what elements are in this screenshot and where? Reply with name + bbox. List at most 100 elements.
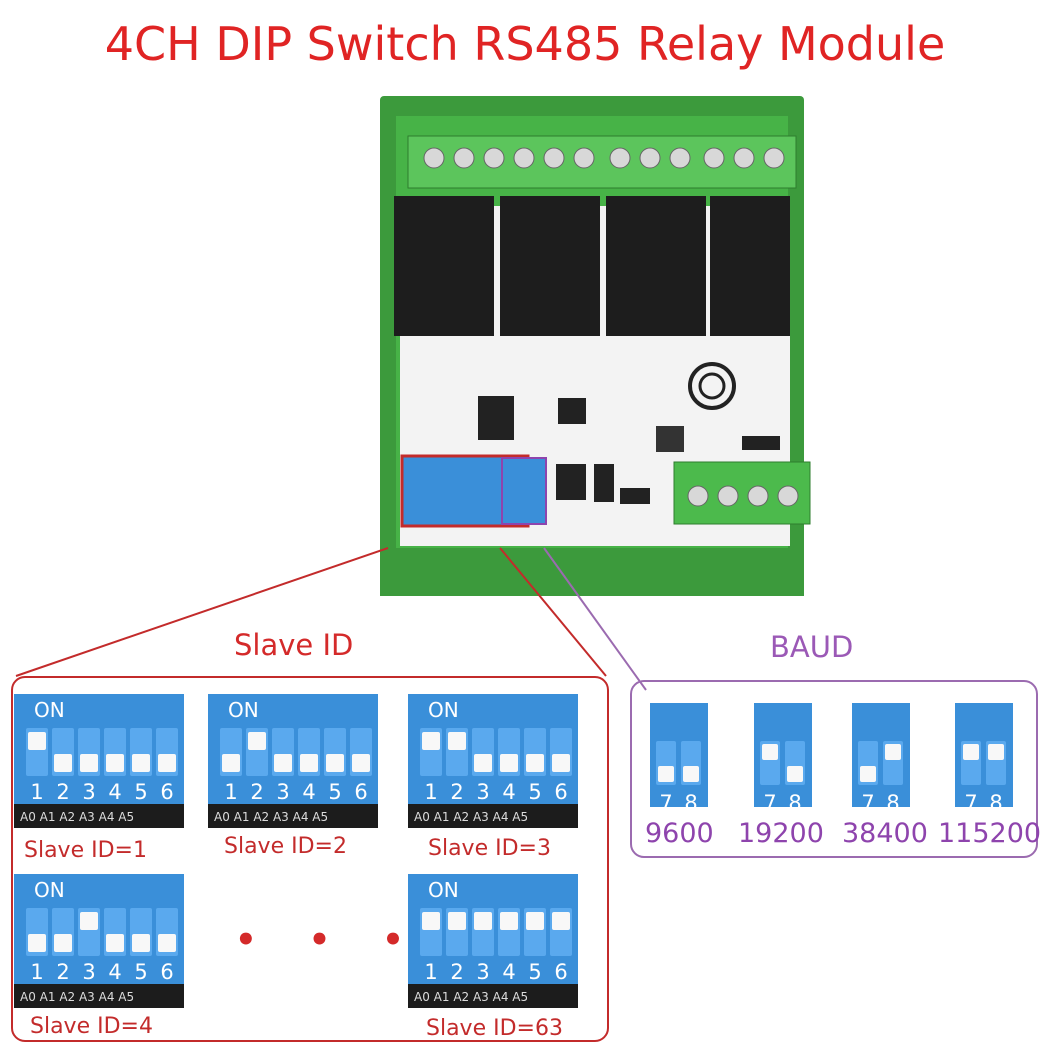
dip-number: 7 (861, 791, 875, 815)
dip-knob (422, 912, 440, 930)
slave-id-caption: Slave ID=3 (428, 836, 551, 861)
dip-number: 1 (424, 960, 438, 984)
dip-knob (448, 912, 466, 930)
dip-knob (106, 754, 124, 772)
dip-knob (526, 912, 544, 930)
dip-toggle: 1 (220, 728, 242, 804)
dip-toggle: 3 (78, 908, 100, 984)
dip-number: 7 (763, 791, 777, 815)
dip-number: 5 (528, 960, 542, 984)
baud-rate-caption: 19200 (738, 818, 824, 849)
dip-toggle: 2 (446, 728, 468, 804)
dip-knob (54, 934, 72, 952)
dip-toggle: 1 (420, 728, 442, 804)
dip-knob (552, 754, 570, 772)
dip-knob (158, 754, 176, 772)
address-strip: A0 A1 A2 A3 A4 A5 (14, 804, 184, 828)
dip-knob (326, 754, 344, 772)
dip-toggle: 6 (550, 908, 572, 984)
address-strip: A0 A1 A2 A3 A4 A5 (408, 984, 578, 1008)
terminal-screws (423, 147, 785, 169)
dip-number: 4 (108, 780, 122, 804)
dip-toggle: 5 (130, 728, 152, 804)
dip-toggle: 6 (550, 728, 572, 804)
dip-knob (422, 732, 440, 750)
address-strip: A0 A1 A2 A3 A4 A5 (408, 804, 578, 828)
dip-knob (54, 754, 72, 772)
dip-toggle: 8 (883, 741, 903, 815)
dip-number: 4 (502, 780, 516, 804)
dip-toggle: 3 (472, 728, 494, 804)
dip-toggle: 2 (446, 908, 468, 984)
ellipsis: • • • (235, 920, 424, 960)
dip-knob (106, 934, 124, 952)
dip-number: 6 (554, 960, 568, 984)
dip-number: 5 (134, 780, 148, 804)
dip-toggle: 3 (78, 728, 100, 804)
slave-id-caption: Slave ID=4 (30, 1014, 153, 1039)
dip-toggle: 5 (524, 728, 546, 804)
dip-knob (222, 754, 240, 772)
dip-toggle: 3 (272, 728, 294, 804)
dip-knob (80, 912, 98, 930)
dip-toggle: 7 (961, 741, 981, 815)
dip-knob (28, 732, 46, 750)
slave-id-caption: Slave ID=1 (24, 838, 147, 863)
address-labels: A0 A1 A2 A3 A4 A5 (214, 810, 329, 824)
address-labels: A0 A1 A2 A3 A4 A5 (414, 810, 529, 824)
dip-toggle: 2 (52, 908, 74, 984)
dip-on-label: ON (228, 698, 259, 722)
dip-number: 3 (82, 780, 96, 804)
slave-id-panel (11, 676, 609, 1042)
dip-toggle: 2 (246, 728, 268, 804)
baud-label: BAUD (770, 630, 854, 664)
dip-on-label: ON (428, 698, 459, 722)
dip-number: 8 (788, 791, 802, 815)
dip-number: 1 (30, 960, 44, 984)
dip-toggle: 7 (858, 741, 878, 815)
dip-knob (762, 744, 778, 760)
dip-toggle: 6 (156, 908, 178, 984)
dip-toggle: 4 (498, 908, 520, 984)
dip-knob (963, 744, 979, 760)
dip-knob (352, 754, 370, 772)
dip-on-label: ON (428, 878, 459, 902)
dip-toggle: 5 (130, 908, 152, 984)
dip-knob (158, 934, 176, 952)
dip-knob (474, 754, 492, 772)
dip-number: 3 (476, 780, 490, 804)
dip-knob (132, 934, 150, 952)
dip-toggle: 1 (26, 728, 48, 804)
dip-number: 3 (276, 780, 290, 804)
dip-toggle: 1 (26, 908, 48, 984)
dip-toggle: 4 (104, 908, 126, 984)
dip-number: 7 (964, 791, 978, 815)
address-labels: A0 A1 A2 A3 A4 A5 (20, 810, 135, 824)
dip-number: 6 (160, 780, 174, 804)
dip-knob (132, 754, 150, 772)
dip-knob (448, 732, 466, 750)
dip-number: 2 (56, 780, 70, 804)
address-labels: A0 A1 A2 A3 A4 A5 (20, 990, 135, 1004)
dip-knob (683, 766, 699, 782)
dip-toggle: 4 (498, 728, 520, 804)
dip-toggle: 4 (298, 728, 320, 804)
baud-rate-caption: 115200 (938, 818, 1042, 849)
dip-knob (552, 912, 570, 930)
dip-knob (988, 744, 1004, 760)
dip-number: 3 (476, 960, 490, 984)
baud-rate-caption: 9600 (645, 818, 714, 849)
dip-number: 4 (302, 780, 316, 804)
dip-knob (474, 912, 492, 930)
slave-id-caption: Slave ID=2 (224, 834, 347, 859)
dip-number: 6 (160, 960, 174, 984)
dip-toggle: 8 (986, 741, 1006, 815)
dip-knob (248, 732, 266, 750)
slave-id-label: Slave ID (234, 628, 354, 662)
dip-toggle: 7 (760, 741, 780, 815)
dip-toggle: 8 (785, 741, 805, 815)
